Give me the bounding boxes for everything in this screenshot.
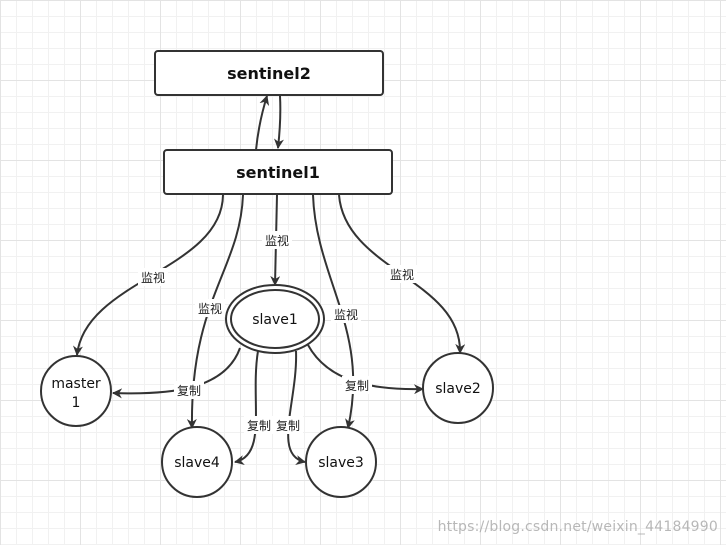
slave1-label: slave1	[252, 312, 298, 328]
slave3-label: slave3	[318, 455, 364, 471]
label-monitor-master: 监视	[141, 270, 165, 285]
sentinel1-label: sentinel1	[236, 163, 320, 182]
node-slave2[interactable]: slave2	[422, 352, 494, 424]
node-slave4[interactable]: slave4	[161, 426, 233, 498]
edge-sentinel2-to-sentinel1[interactable]	[274, 95, 284, 149]
label-replicate-slave2: 复制	[345, 379, 369, 393]
sentinel2-label: sentinel2	[227, 64, 311, 83]
label-monitor-slave1: 监视	[265, 233, 289, 248]
label-replicate-slave3: 复制	[276, 419, 300, 433]
label-replicate-slave4: 复制	[247, 419, 271, 433]
node-slave1[interactable]: slave1	[225, 284, 325, 354]
master-label-line2: 1	[72, 395, 81, 411]
edge-sentinel1-to-sentinel2[interactable]	[255, 95, 270, 151]
watermark: https://blog.csdn.net/weixin_44184990	[437, 519, 718, 535]
slave4-label: slave4	[174, 455, 220, 471]
label-replicate-master: 复制	[177, 384, 201, 398]
edge-replicate-slave3[interactable]	[287, 350, 306, 466]
label-monitor-slave2: 监视	[390, 267, 414, 282]
master-label-line1: master	[51, 376, 101, 392]
node-sentinel2[interactable]: sentinel2	[154, 50, 384, 96]
label-monitor-slave3: 监视	[334, 307, 358, 322]
edge-replicate-slave4[interactable]	[234, 350, 259, 466]
node-sentinel1[interactable]: sentinel1	[163, 149, 393, 195]
slave2-label: slave2	[435, 381, 481, 397]
node-master[interactable]: master 1	[40, 355, 112, 427]
edge-labels: 监视 监视 监视 监视 监视 复制 复制 复制 复制	[138, 231, 417, 434]
node-slave3[interactable]: slave3	[305, 426, 377, 498]
label-monitor-slave4: 监视	[198, 301, 222, 316]
